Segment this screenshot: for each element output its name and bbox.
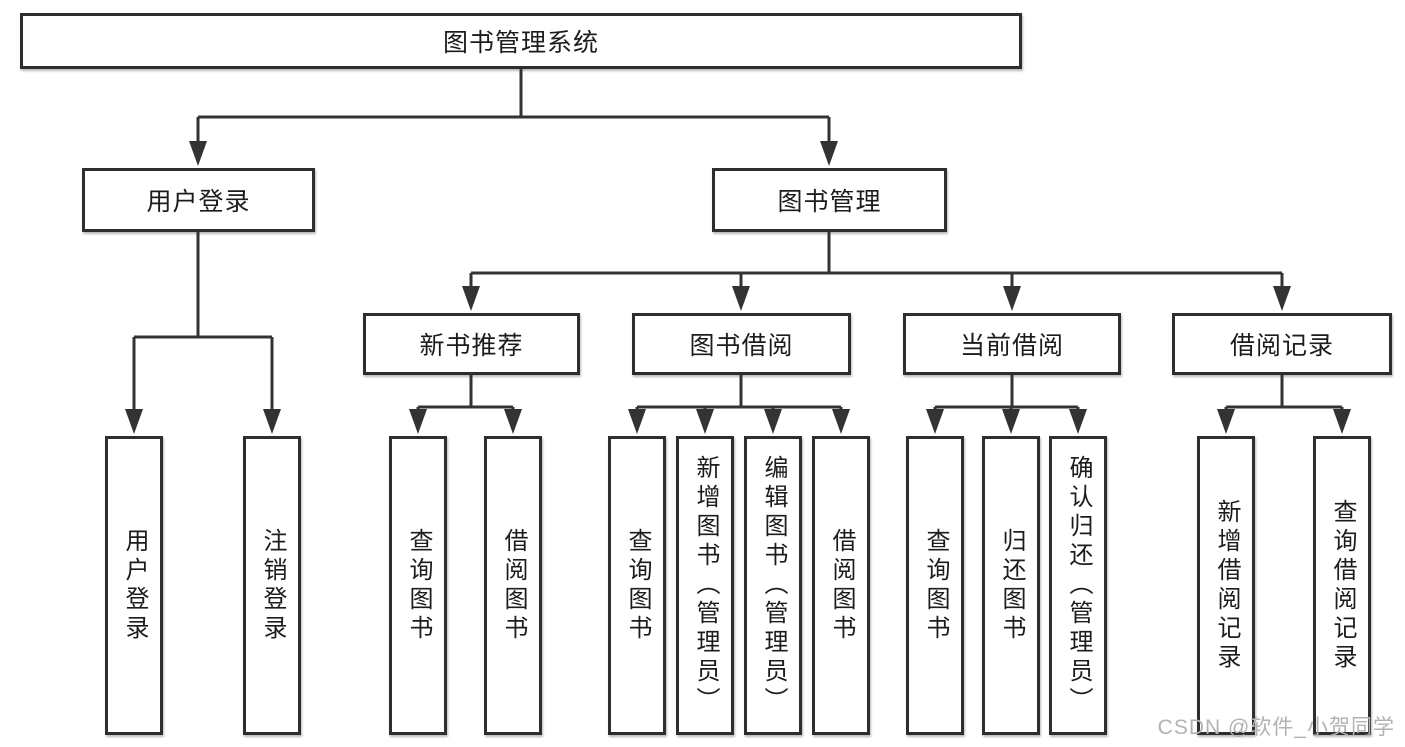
- leaf-edit-books-admin: 编辑图书（管理员）: [744, 436, 802, 735]
- connector-newbook-to-leaves: [416, 375, 515, 410]
- arrowhead: [504, 409, 522, 434]
- leaf-add-books-admin: 新增图书（管理员）: [676, 436, 734, 735]
- arrowhead: [696, 409, 714, 434]
- watermark: CSDN @软件_小贺同学: [1157, 716, 1395, 739]
- leaf-return-books: 归还图书: [982, 436, 1040, 735]
- leaf-logout: 注销登录: [243, 436, 301, 735]
- arrowhead: [820, 141, 838, 166]
- connector-bookborrow-to-leaves: [635, 375, 843, 410]
- arrowhead: [263, 409, 281, 434]
- arrowhead: [628, 409, 646, 434]
- arrowhead: [1003, 286, 1021, 311]
- node-current-borrow: 当前借阅: [903, 313, 1121, 375]
- node-book-borrow: 图书借阅: [632, 313, 851, 375]
- node-user-login: 用户登录: [82, 168, 315, 232]
- arrowhead: [1002, 409, 1020, 434]
- arrowhead: [1273, 286, 1291, 311]
- arrowhead: [926, 409, 944, 434]
- arrowhead: [832, 409, 850, 434]
- node-library-system: 图书管理系统: [20, 13, 1022, 69]
- leaf-query-books-current: 查询图书: [906, 436, 964, 735]
- node-new-book-recommend: 新书推荐: [363, 313, 580, 375]
- arrowhead: [189, 141, 207, 166]
- arrowhead: [1069, 409, 1087, 434]
- leaf-borrow-books-recommend: 借阅图书: [484, 436, 542, 735]
- node-book-management: 图书管理: [712, 168, 947, 232]
- arrowhead: [1217, 409, 1235, 434]
- arrowhead: [732, 286, 750, 311]
- arrowhead: [125, 409, 143, 434]
- leaf-query-books-recommend: 查询图书: [389, 436, 447, 735]
- leaf-confirm-return-admin: 确认归还（管理员）: [1049, 436, 1107, 735]
- arrowhead: [1333, 409, 1351, 434]
- leaf-query-books-borrow: 查询图书: [608, 436, 666, 735]
- connector-current-to-leaves: [933, 375, 1080, 410]
- connector-login-to-leaves: [132, 232, 274, 410]
- leaf-add-borrow-record: 新增借阅记录: [1197, 436, 1255, 735]
- arrowhead: [409, 409, 427, 434]
- connector-record-to-leaves: [1224, 375, 1344, 410]
- arrowhead: [764, 409, 782, 434]
- leaf-query-borrow-record: 查询借阅记录: [1313, 436, 1371, 735]
- connector-root-to-level2: [196, 69, 831, 144]
- leaf-user-login: 用户登录: [105, 436, 163, 735]
- node-borrow-records: 借阅记录: [1172, 313, 1392, 375]
- leaf-borrow-books: 借阅图书: [812, 436, 870, 735]
- arrowhead: [462, 286, 480, 311]
- connector-mgmt-to-level3: [469, 232, 1284, 288]
